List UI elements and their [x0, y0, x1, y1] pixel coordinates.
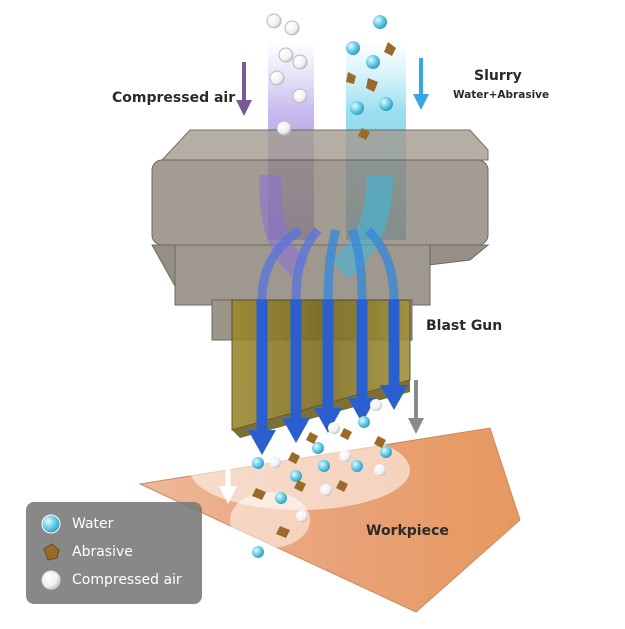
- legend-label-abrasive: Abrasive: [72, 544, 133, 560]
- incoming-abrasive-particles: [346, 42, 396, 140]
- legend-panel: Water Abrasive Compressed air: [26, 502, 202, 604]
- legend-label-compressed-air: Compressed air: [72, 572, 182, 588]
- legend-label-water: Water: [72, 516, 114, 532]
- spray-mist: [230, 492, 310, 548]
- legend-item-abrasive: Abrasive: [40, 541, 133, 563]
- spray-mist: [190, 430, 410, 510]
- incoming-water-droplets: [346, 15, 393, 115]
- compressed-air-label: Compressed air: [112, 90, 236, 106]
- blast-gun-label: Blast Gun: [426, 318, 503, 334]
- legend-item-water: Water: [40, 513, 113, 535]
- internal-flow: [257, 174, 399, 301]
- slurry-label: Slurry: [474, 68, 522, 84]
- abrasive-particle-icon: [43, 543, 60, 561]
- slurry-composition-label: Water+Abrasive: [453, 89, 550, 101]
- exhaust-arrow: [408, 380, 424, 434]
- compressed-air-arrow: [236, 62, 252, 116]
- flow-arrows: [248, 300, 408, 455]
- water-droplet-icon: [41, 514, 61, 534]
- workpiece-label: Workpiece: [366, 523, 449, 539]
- legend-item-compressed-air: Compressed air: [40, 569, 182, 591]
- air-bubble-icon: [41, 570, 61, 590]
- incoming-air-bubbles: [266, 13, 308, 136]
- slurry-arrow: [413, 58, 429, 110]
- output-spray-particles: [252, 399, 392, 558]
- spray-direction-arrow: [219, 450, 237, 504]
